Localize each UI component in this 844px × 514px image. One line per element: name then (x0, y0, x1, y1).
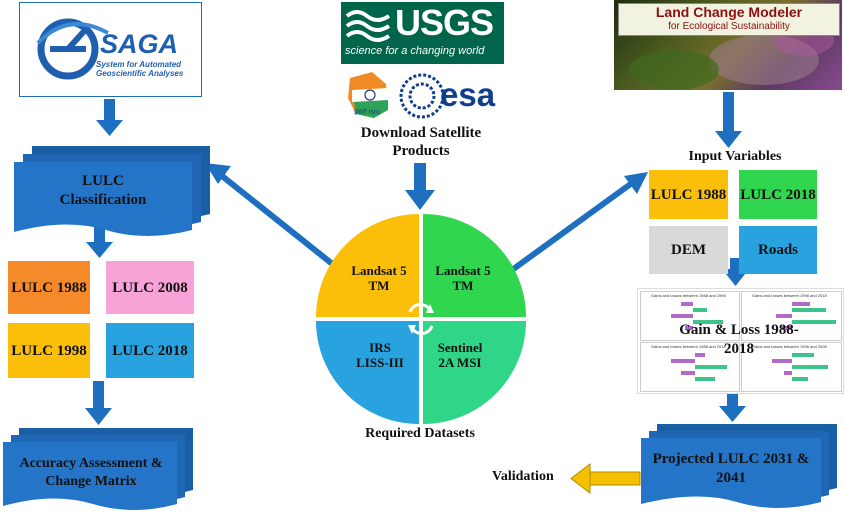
mini-bar (695, 377, 715, 381)
mini-bar (792, 365, 828, 369)
mini-bar (693, 320, 723, 324)
mini-bar (776, 314, 792, 318)
mini-bar (671, 359, 695, 363)
isro-name: इसरो isro (354, 109, 381, 116)
mini-chart-1-title: Gains and losses between 1988 and 1998 (651, 293, 726, 298)
arrow-lcm-to-inputs (715, 92, 742, 148)
arrow-datasets-to-classification (205, 163, 352, 281)
arrow-grid-to-accuracy (85, 381, 112, 425)
download-label: Download Satellite Products (360, 125, 482, 159)
input-variables-label: Input Variables (688, 149, 782, 164)
left-lulc-1988: LULC 1988 (8, 261, 90, 314)
quadrant-tl-label: Landsat 5 TM (351, 263, 407, 293)
esa-name: esa (440, 76, 496, 113)
mini-chart-2: Gains and losses between 1998 and 2018 (741, 291, 842, 341)
left-lulc-2018: LULC 2018 (106, 323, 194, 378)
gain-loss-label: Gain & Loss 1988-2018 (679, 322, 799, 357)
projected-label: Projected LULC 2031 & 2041 (652, 451, 810, 486)
arrow-saga-to-classification (96, 99, 123, 136)
arrow-to-validation (570, 462, 641, 495)
saga-subtitle: System for Automated Geoscientific Analy… (96, 60, 184, 78)
roads-box: Roads (739, 226, 817, 274)
right-lulc-1988: LULC 1988 (649, 170, 728, 219)
mini-bar (681, 371, 695, 375)
gain-loss-panel: Gains and losses between 1988 and 1998 G… (637, 288, 844, 394)
dem-box: DEM (649, 226, 728, 274)
mini-bar (671, 314, 693, 318)
mini-bar (693, 308, 707, 312)
accuracy-assessment-doc: Accuracy Assessment & Change Matrix (3, 428, 195, 514)
validation-label: Validation (492, 469, 554, 484)
mini-bar (695, 353, 705, 357)
arrow-classification-to-grid (86, 225, 113, 258)
mini-chart-3-title: Gains and losses between 1988 and 2018 (651, 344, 726, 349)
right-lulc-2018: LULC 2018 (739, 170, 817, 219)
mini-bar (792, 353, 814, 357)
mini-chart-1: Gains and losses between 1988 and 1998 (640, 291, 740, 341)
mini-bar (695, 365, 727, 369)
mini-bar (792, 308, 826, 312)
mini-bar (772, 359, 792, 363)
arrow-gainloss-to-projected (719, 393, 746, 422)
usgs-logo: USGS science for a changing world (341, 2, 504, 64)
mini-bar (792, 302, 810, 306)
saga-name: SAGA (100, 29, 179, 59)
mini-bar (681, 302, 693, 306)
mini-chart-2-title: Gains and losses between 1998 and 2018 (752, 293, 827, 298)
accuracy-label: Accuracy Assessment & Change Matrix (19, 456, 163, 489)
quadrant-br-label: Sentinel 2A MSI (437, 340, 483, 370)
quadrant-bl-label: IRS LISS-III (356, 340, 404, 370)
lcm-title: Land Change Modeler (655, 4, 803, 20)
lcm-logo: Land Change Modeler for Ecological Susta… (614, 0, 842, 90)
left-lulc-2008: LULC 2008 (106, 261, 194, 314)
lulc-classification-doc: LULC Classification (14, 146, 212, 240)
mini-bar (782, 326, 792, 330)
mini-chart-4: Gains and losses between 1998 and 2008 (741, 342, 842, 392)
projected-lulc-doc: Projected LULC 2031 & 2041 (641, 424, 839, 514)
quadrant-tr-label: Landsat 5 TM (435, 263, 491, 293)
usgs-tagline: science for a changing world (345, 45, 485, 57)
isro-logo: इसरो isro (344, 68, 396, 122)
lcm-subtitle: for Ecological Sustainability (668, 21, 790, 32)
mini-bar (685, 326, 693, 330)
arrow-download-to-datasets (405, 163, 435, 210)
saga-logo: SAGA System for Automated Geoscientific … (19, 2, 202, 97)
mini-bar (792, 377, 808, 381)
esa-logo: esa (398, 70, 504, 122)
mini-bar (792, 320, 836, 324)
mini-bar (784, 371, 792, 375)
usgs-name: USGS (395, 2, 494, 43)
arrow-datasets-to-inputs (510, 172, 648, 273)
mini-chart-3: Gains and losses between 1988 and 2018 (640, 342, 740, 392)
required-datasets-label: Required Datasets (365, 426, 475, 441)
mini-chart-4-title: Gains and losses between 1998 and 2008 (752, 344, 827, 349)
left-lulc-1998: LULC 1998 (8, 323, 90, 378)
lulc-classification-label: LULC Classification (59, 173, 147, 208)
lcm-title-panel: Land Change Modeler for Ecological Susta… (618, 3, 840, 36)
